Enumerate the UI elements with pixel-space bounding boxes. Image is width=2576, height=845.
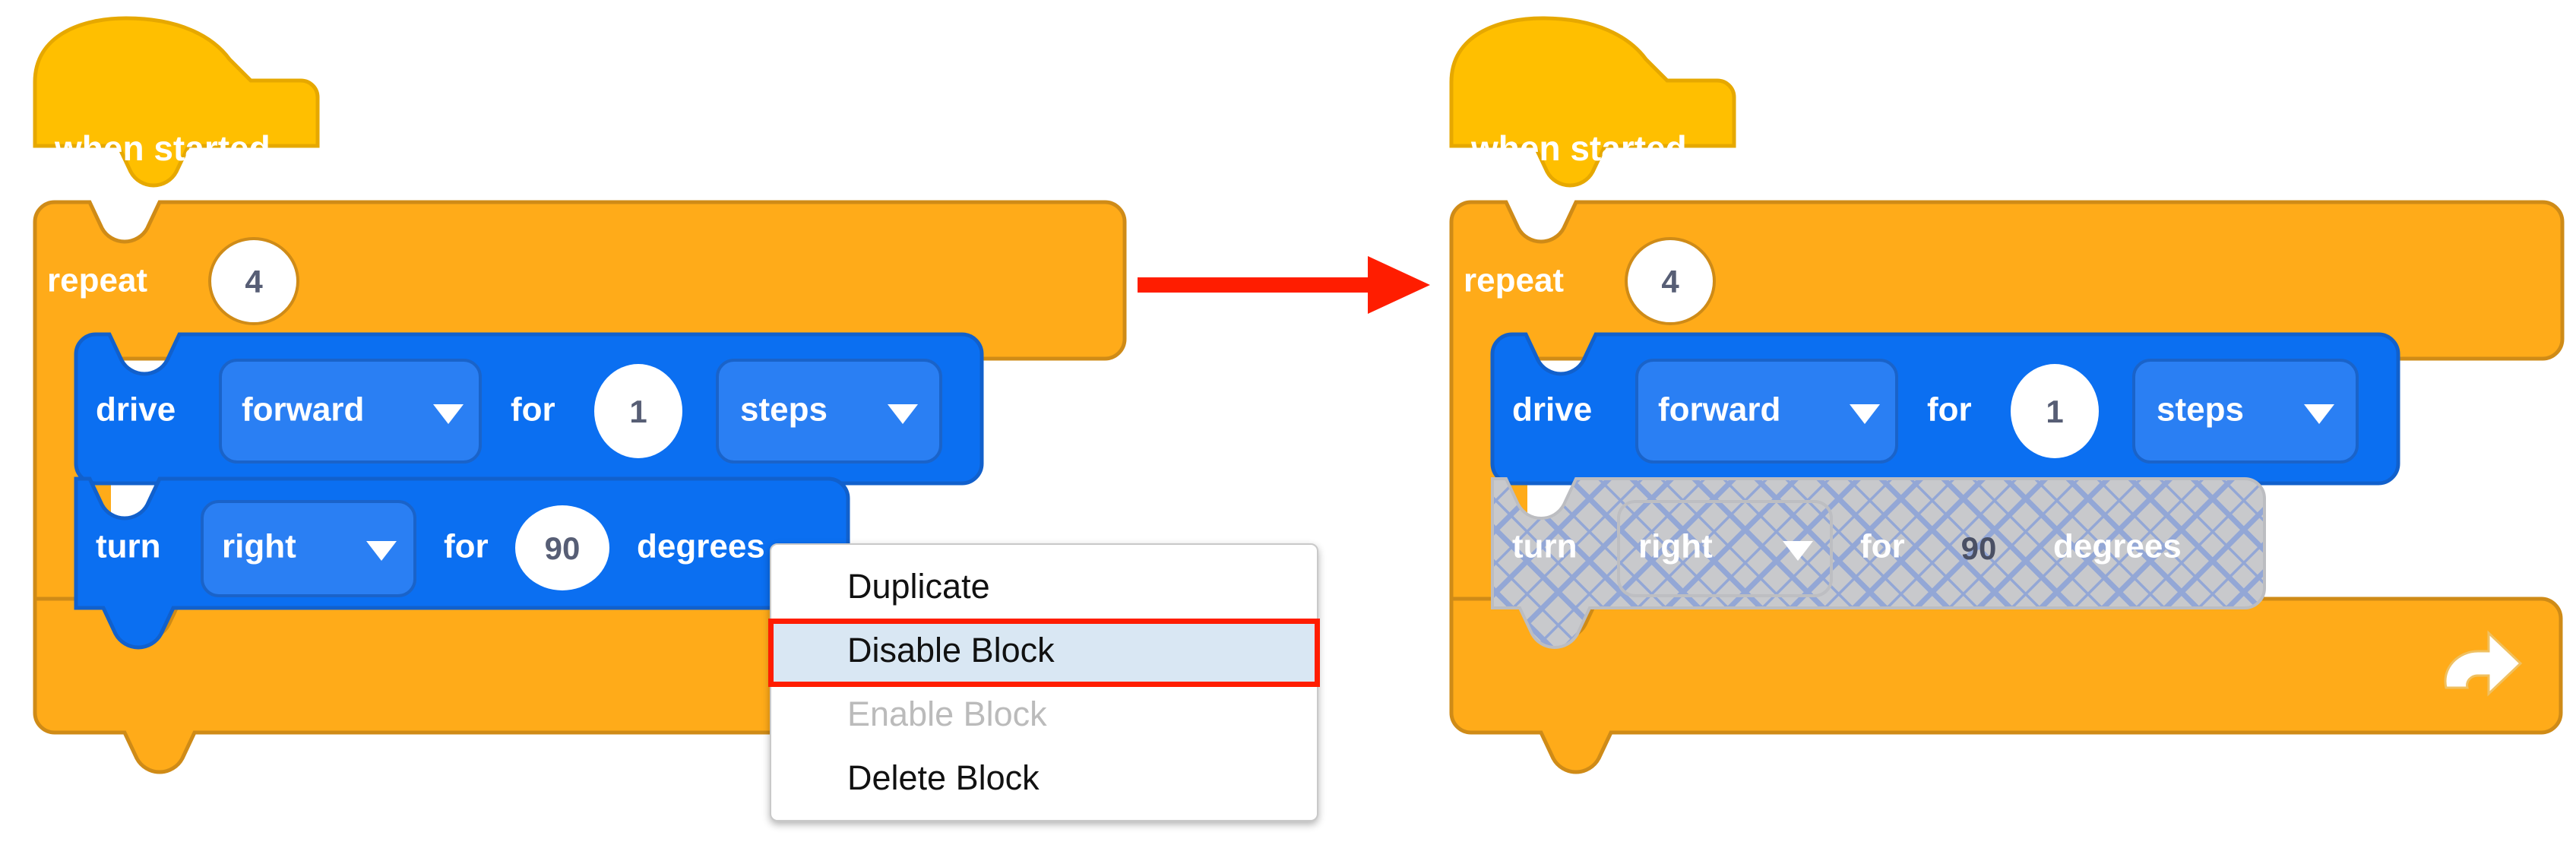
context-menu-item-enable-block: Enable Block [847,695,1047,733]
block-context-menu[interactable]: Duplicate Disable Block Enable Block Del… [768,543,1320,821]
left-turn-verb: turn [96,528,161,565]
left-turn-amount-field[interactable]: 90 [515,505,609,590]
left-script-stack: when started repeat 4 drive [33,16,1127,774]
chevron-down-icon [433,404,464,424]
left-drive-unit-dropdown[interactable]: steps [716,359,942,464]
right-drive-amount-field[interactable]: 1 [2011,364,2099,458]
left-drive-direction-dropdown[interactable]: forward [219,359,482,464]
left-hat-label: when started [54,128,271,168]
chevron-down-icon [1783,541,1813,561]
right-drive-verb: drive [1512,391,1592,429]
left-drive-amount-field[interactable]: 1 [594,364,682,458]
chevron-down-icon [2304,404,2334,424]
left-turn-connector: for [444,528,489,565]
right-script-stack: when started repeat 4 drive [1449,16,2565,774]
right-turn-connector: for [1860,528,1905,565]
right-turn-verb: turn [1512,528,1578,565]
right-repeat-count-value: 4 [1661,264,1679,299]
right-hat-label: when started [1470,128,1687,168]
left-drive-amount-value: 1 [629,394,647,429]
left-drive-verb: drive [96,391,176,429]
context-menu-item-delete-block[interactable]: Delete Block [847,758,1040,797]
right-turn-unit: degrees [2053,528,2182,565]
right-turn-block-disabled[interactable]: turn right for 90 degrees [1491,477,2266,649]
right-turn-amount-field[interactable]: 90 [1961,530,1997,566]
left-drive-block[interactable]: drive forward for 1 steps [74,332,984,486]
left-turn-direction-dropdown[interactable]: right [201,500,416,597]
left-turn-direction-value: right [222,528,296,565]
right-drive-direction-dropdown[interactable]: forward [1635,359,1898,464]
right-drive-unit-value: steps [2157,391,2244,429]
right-drive-direction-value: forward [1658,391,1780,429]
left-repeat-count-field[interactable]: 4 [208,237,299,325]
right-repeat-count-field[interactable]: 4 [1625,237,1716,325]
context-menu-item-duplicate[interactable]: Duplicate [847,567,990,606]
left-turn-unit: degrees [637,528,765,565]
right-drive-block[interactable]: drive forward for 1 steps [1490,332,2400,486]
left-repeat-label: repeat [47,262,147,299]
right-drive-amount-value: 1 [2046,394,2063,429]
right-drive-connector: for [1927,391,1972,429]
loop-arrow-icon [2444,630,2523,697]
right-turn-amount-value: 90 [1961,530,1997,566]
left-drive-connector: for [511,391,555,429]
right-repeat-block[interactable]: repeat 4 [1449,200,2565,774]
right-turn-direction-value: right [1638,528,1713,565]
right-repeat-label: repeat [1464,262,1564,299]
right-drive-unit-dropdown[interactable]: steps [2132,359,2359,464]
left-drive-direction-value: forward [242,391,364,429]
right-hat-block-when-started[interactable]: when started [1449,16,1736,188]
chevron-down-icon [1850,404,1880,424]
left-drive-unit-value: steps [740,391,828,429]
right-turn-direction-dropdown[interactable]: right [1617,500,1833,597]
left-turn-amount-value: 90 [545,530,581,566]
chevron-down-icon [888,404,918,424]
arrow-right-icon [1138,256,1430,314]
chevron-down-icon [366,541,397,561]
context-menu-item-disable-block[interactable]: Disable Block [771,619,1317,682]
left-hat-block-when-started[interactable]: when started [33,16,320,188]
left-repeat-count-value: 4 [245,264,263,299]
